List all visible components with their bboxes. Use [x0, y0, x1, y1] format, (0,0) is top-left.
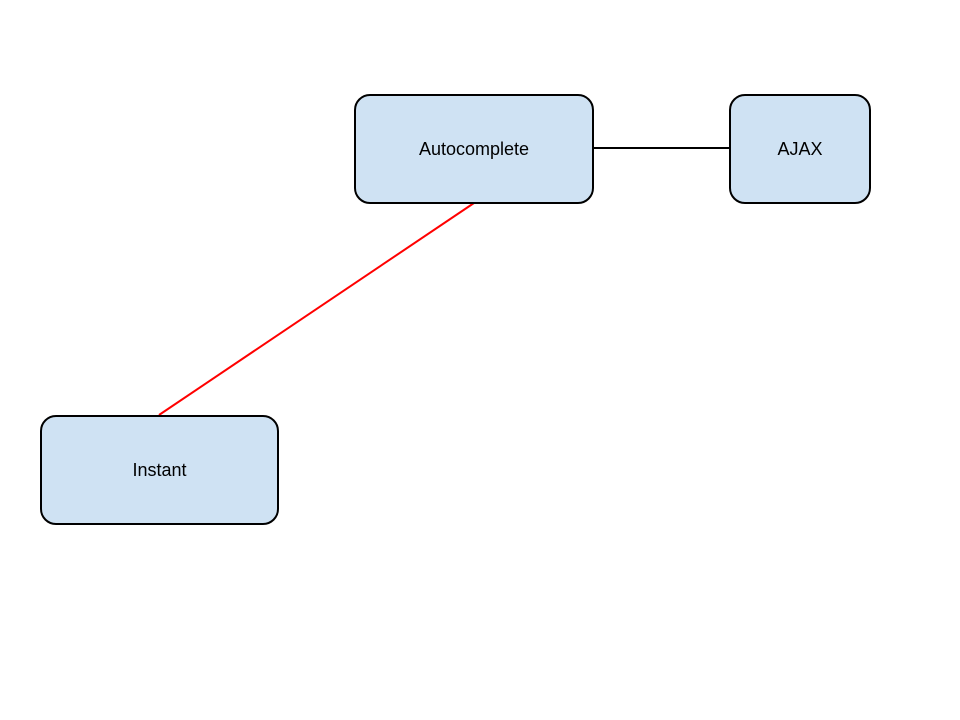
edge-autocomplete-instant	[158, 202, 475, 416]
node-ajax-label: AJAX	[777, 138, 823, 159]
node-autocomplete[interactable]: Autocomplete	[354, 94, 594, 204]
node-instant-label: Instant	[132, 459, 187, 480]
node-autocomplete-label: Autocomplete	[418, 138, 530, 159]
node-ajax[interactable]: AJAX	[729, 94, 871, 204]
node-instant[interactable]: Instant	[40, 415, 279, 525]
